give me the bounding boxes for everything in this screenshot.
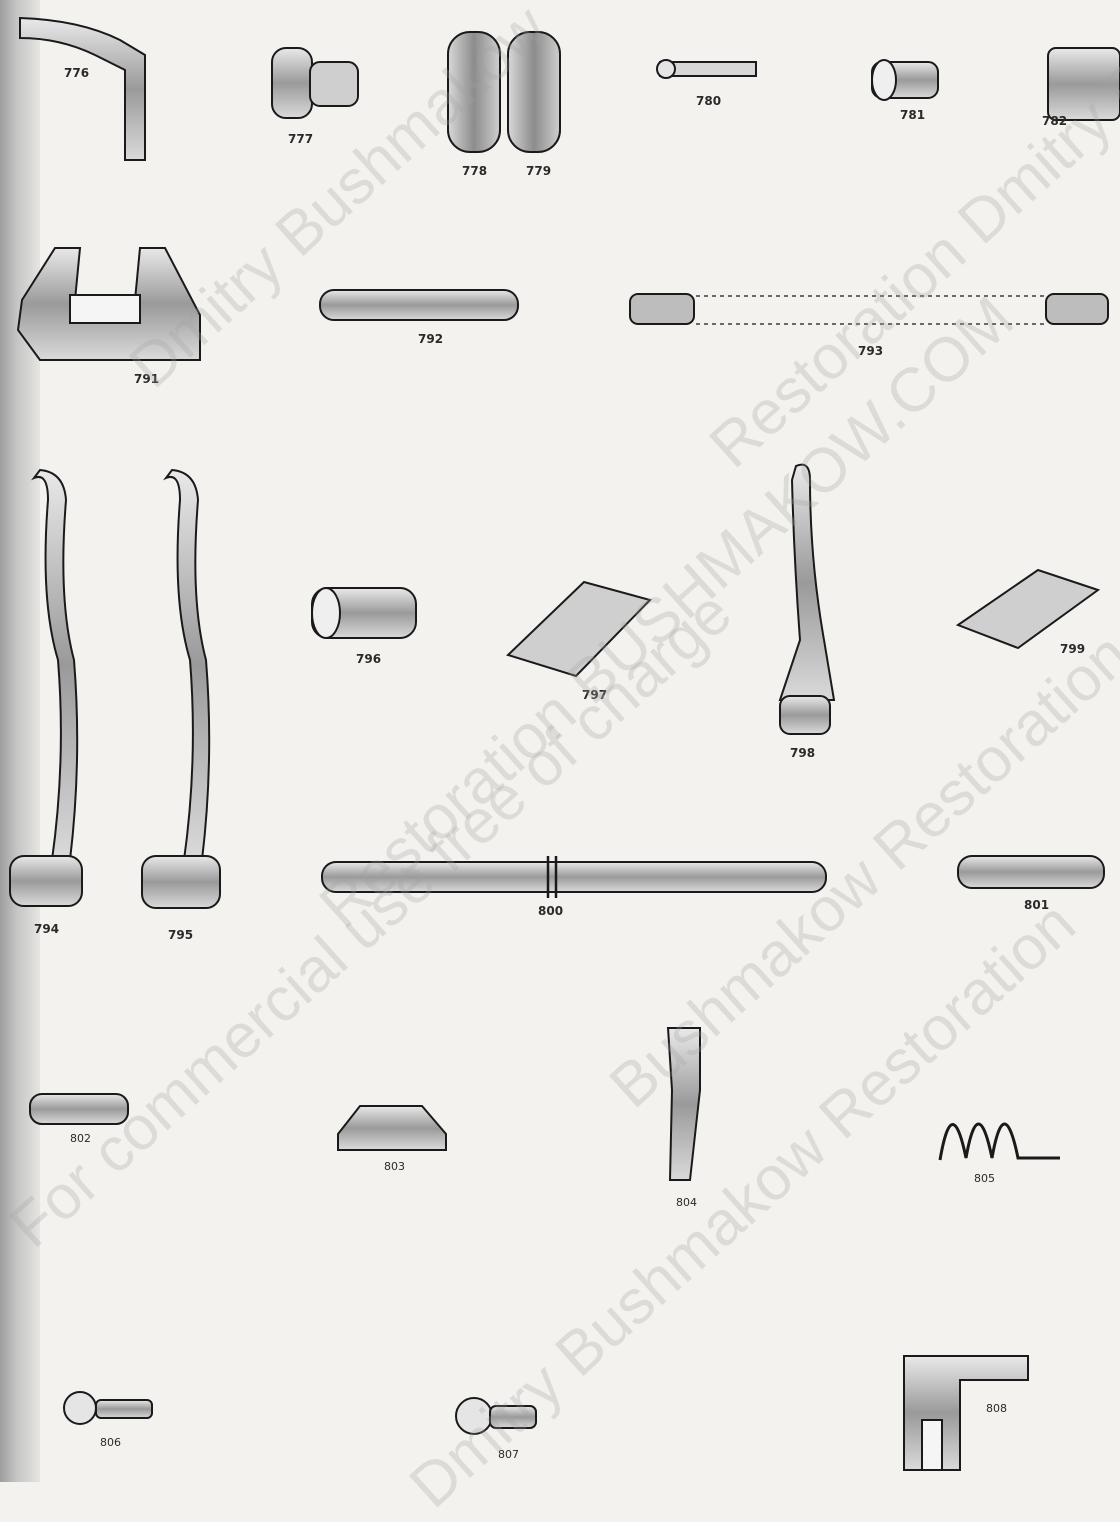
label-800: 800 <box>538 904 564 918</box>
label-808: 808 <box>986 1402 1007 1415</box>
label-804: 804 <box>676 1196 697 1209</box>
label-805: 805 <box>974 1172 995 1185</box>
label-803: 803 <box>384 1160 405 1173</box>
part-800-shaft <box>321 861 827 893</box>
label-798: 798 <box>790 746 816 760</box>
label-781: 781 <box>900 108 926 122</box>
part-792-rod <box>319 289 519 321</box>
part-798-lever <box>778 463 836 701</box>
label-777: 777 <box>288 132 314 146</box>
label-807: 807 <box>498 1448 519 1461</box>
part-803-bracket <box>337 1105 447 1151</box>
label-776: 776 <box>64 66 90 80</box>
part-801-tube <box>957 855 1105 889</box>
part-807-ball-joint <box>455 1397 493 1435</box>
label-806: 806 <box>100 1436 121 1449</box>
part-795-lever <box>162 468 211 861</box>
part-782-housing <box>1047 47 1120 121</box>
label-780: 780 <box>696 94 722 108</box>
label-793: 793 <box>858 344 884 358</box>
label-782: 782 <box>1042 114 1068 128</box>
label-778: 778 <box>462 164 488 178</box>
part-806-ball-joint <box>63 1391 97 1425</box>
label-801: 801 <box>1024 898 1050 912</box>
part-779-gear <box>507 31 561 153</box>
part-804-link <box>666 1027 701 1181</box>
label-795: 795 <box>168 928 194 942</box>
label-792: 792 <box>418 332 444 346</box>
part-797-pedal-pad <box>506 580 652 678</box>
label-791: 791 <box>134 372 160 386</box>
part-778-gear <box>447 31 501 153</box>
parts-illustrations <box>9 16 1120 1471</box>
part-802-pin <box>29 1093 129 1125</box>
label-802: 802 <box>70 1132 91 1145</box>
label-797: 797 <box>582 688 608 702</box>
part-794-lever <box>30 468 79 861</box>
part-777-adjuster <box>271 47 313 119</box>
part-805-spring <box>938 1122 1060 1161</box>
label-779: 779 <box>526 164 552 178</box>
label-796: 796 <box>356 652 382 666</box>
part-799-pedal-pad <box>955 568 1101 650</box>
binding-shadow <box>0 0 40 1482</box>
part-776-bracket <box>19 16 146 161</box>
label-794: 794 <box>34 922 60 936</box>
label-799: 799 <box>1060 642 1086 656</box>
part-793-spring <box>629 293 1109 325</box>
